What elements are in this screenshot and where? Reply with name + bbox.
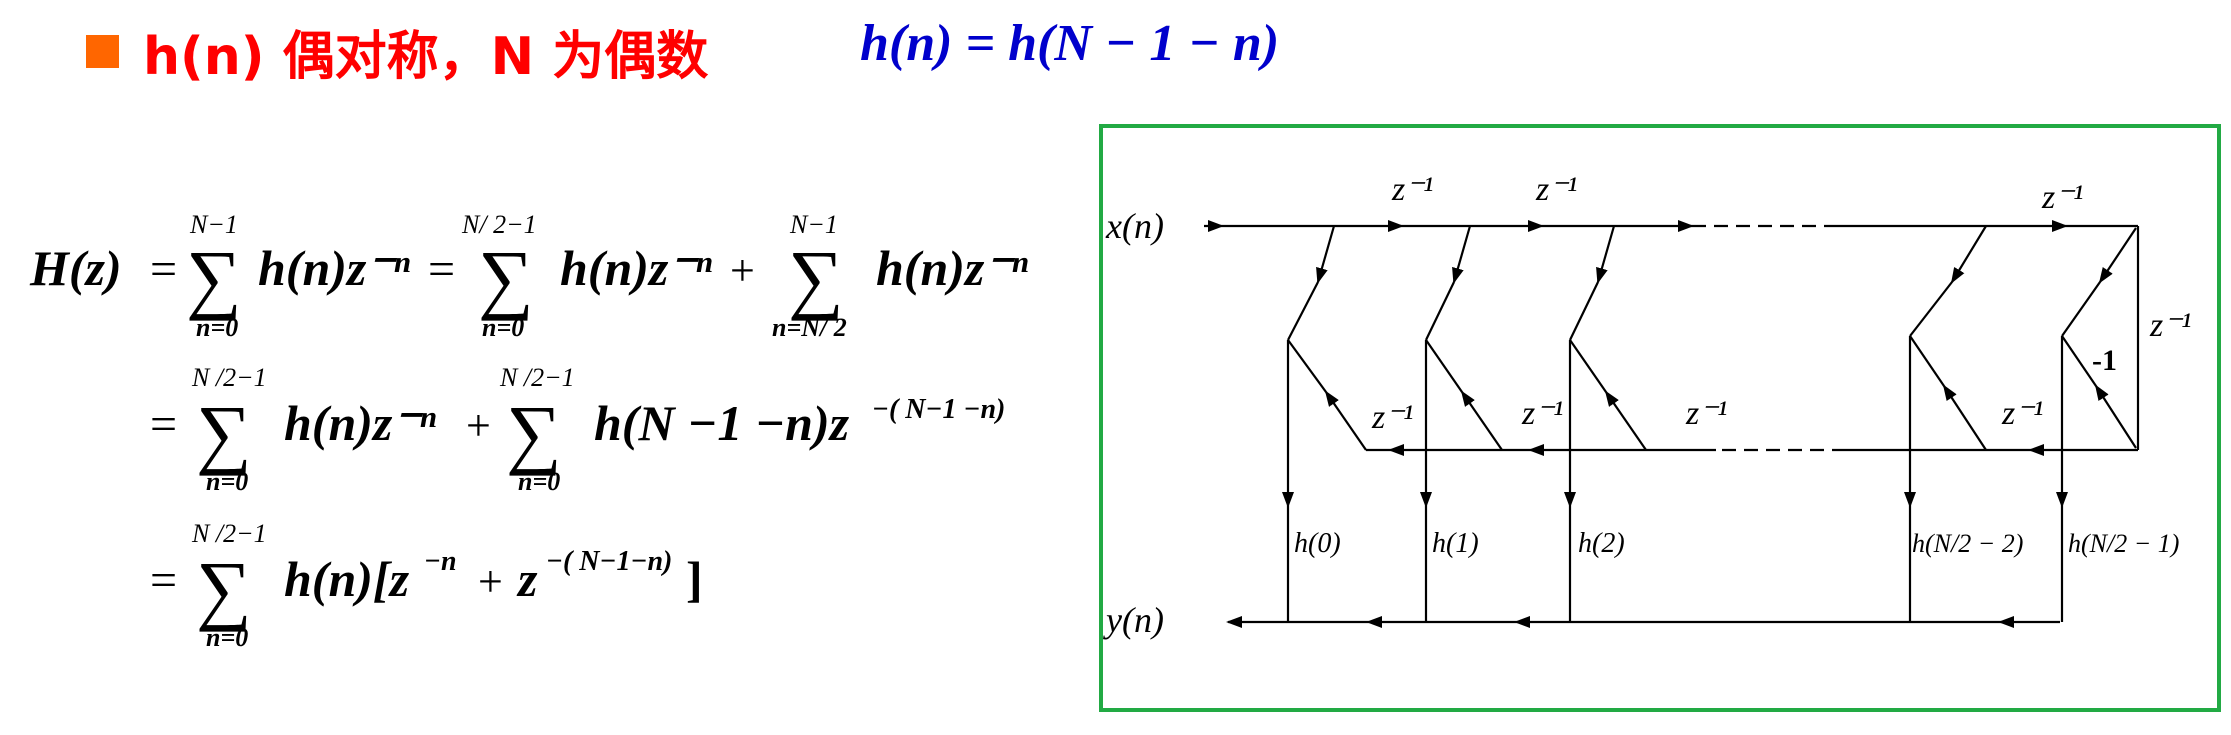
slide-title: h(n) 偶对称，N 为偶数 xyxy=(86,14,708,89)
sum1-lower: n=0 xyxy=(196,313,238,342)
term2: h(n)z⁻ⁿ xyxy=(560,240,712,296)
branch1-lower xyxy=(1425,339,1463,393)
sigma-4: ∑ xyxy=(196,389,252,476)
branchN2-lower xyxy=(1909,335,1945,387)
diagram-border xyxy=(1099,124,2221,712)
l3-exp-a: −n xyxy=(424,546,457,577)
delay-right: z⁻¹ xyxy=(2149,307,2191,344)
delay-top-3: z⁻¹ xyxy=(2041,179,2083,216)
l2-exponent: −( N−1 −n) xyxy=(872,394,1005,425)
title-text: h(n) 偶对称，N 为偶数 xyxy=(143,27,709,87)
branchN2-upper xyxy=(1909,281,1953,337)
sigma-5: ∑ xyxy=(506,389,562,476)
sum1-upper: N−1 xyxy=(189,210,238,239)
l3-close-bracket: ] xyxy=(686,551,703,607)
sigma-2: ∑ xyxy=(478,234,534,321)
delay-top-2: z⁻¹ xyxy=(1535,171,1577,208)
l2-term2: h(N −1 −n)z xyxy=(594,395,850,451)
equals-2: = xyxy=(428,243,455,296)
sigma-6: ∑ xyxy=(196,545,252,632)
coef-h0: h(0) xyxy=(1294,528,1341,559)
l2-sum2-lower: n=0 xyxy=(518,467,560,496)
delay-bottom-3: z⁻¹ xyxy=(1685,395,1727,432)
branch2-upper xyxy=(1569,281,1599,341)
plus-1: + xyxy=(730,246,755,295)
branch2-lower xyxy=(1569,339,1607,393)
branch0-upper xyxy=(1287,281,1319,341)
term3: h(n)z⁻ⁿ xyxy=(876,240,1028,296)
l2-sum1-lower: n=0 xyxy=(206,467,248,496)
l3-sum-lower: n=0 xyxy=(206,623,248,652)
l2-sum2-upper: N /2−1 xyxy=(499,363,575,392)
hz-lhs: H(z) xyxy=(29,240,122,296)
branchN1-lower xyxy=(2061,335,2097,387)
coef-h2: h(2) xyxy=(1578,528,1625,559)
delay-bottom-2: z⁻¹ xyxy=(1521,395,1563,432)
input-label: x(n) xyxy=(1105,206,1164,246)
coef-h1: h(1) xyxy=(1432,528,1479,559)
branch1-upper xyxy=(1425,281,1455,341)
plus-3: + xyxy=(478,557,503,606)
coef-hN2-1: h(N/2 − 1) xyxy=(2068,529,2179,558)
delay-bottom-1: z⁻¹ xyxy=(1371,399,1413,436)
l2-sum1-upper: N /2−1 xyxy=(191,363,267,392)
minus-one-gain: -1 xyxy=(2092,344,2117,377)
sum3-upper: N−1 xyxy=(789,210,838,239)
sigma-3: ∑ xyxy=(788,234,844,321)
plus-2: + xyxy=(466,401,491,450)
equals-4: = xyxy=(150,554,177,607)
l3-sum-upper: N /2−1 xyxy=(191,519,267,548)
sum3-lower: n=N/ 2 xyxy=(772,313,847,342)
sigma-1: ∑ xyxy=(186,234,242,321)
branchN1-upper xyxy=(2061,281,2101,337)
branch0-lower xyxy=(1287,339,1327,393)
sum2-lower: n=0 xyxy=(482,313,524,342)
bullet-square-icon xyxy=(86,35,119,68)
output-label: y(n) xyxy=(1103,600,1164,640)
term1: h(n)z⁻ⁿ xyxy=(258,240,410,296)
l3-exp-b: −( N−1−n) xyxy=(546,546,672,577)
delay-bottom-4: z⁻¹ xyxy=(2001,395,2043,432)
symmetry-equation: h(n) = h(N − 1 − n) xyxy=(860,15,1280,72)
l3-term-a: h(n)[z xyxy=(284,551,410,607)
equals-3: = xyxy=(150,398,177,451)
coef-hN2-2: h(N/2 − 2) xyxy=(1912,529,2023,558)
l3-term-b: z xyxy=(516,551,538,607)
equals-1: = xyxy=(150,243,177,296)
sum2-upper: N/ 2−1 xyxy=(461,210,537,239)
l2-term1: h(n)z⁻ⁿ xyxy=(284,395,436,451)
delay-top-1: z⁻¹ xyxy=(1391,171,1433,208)
